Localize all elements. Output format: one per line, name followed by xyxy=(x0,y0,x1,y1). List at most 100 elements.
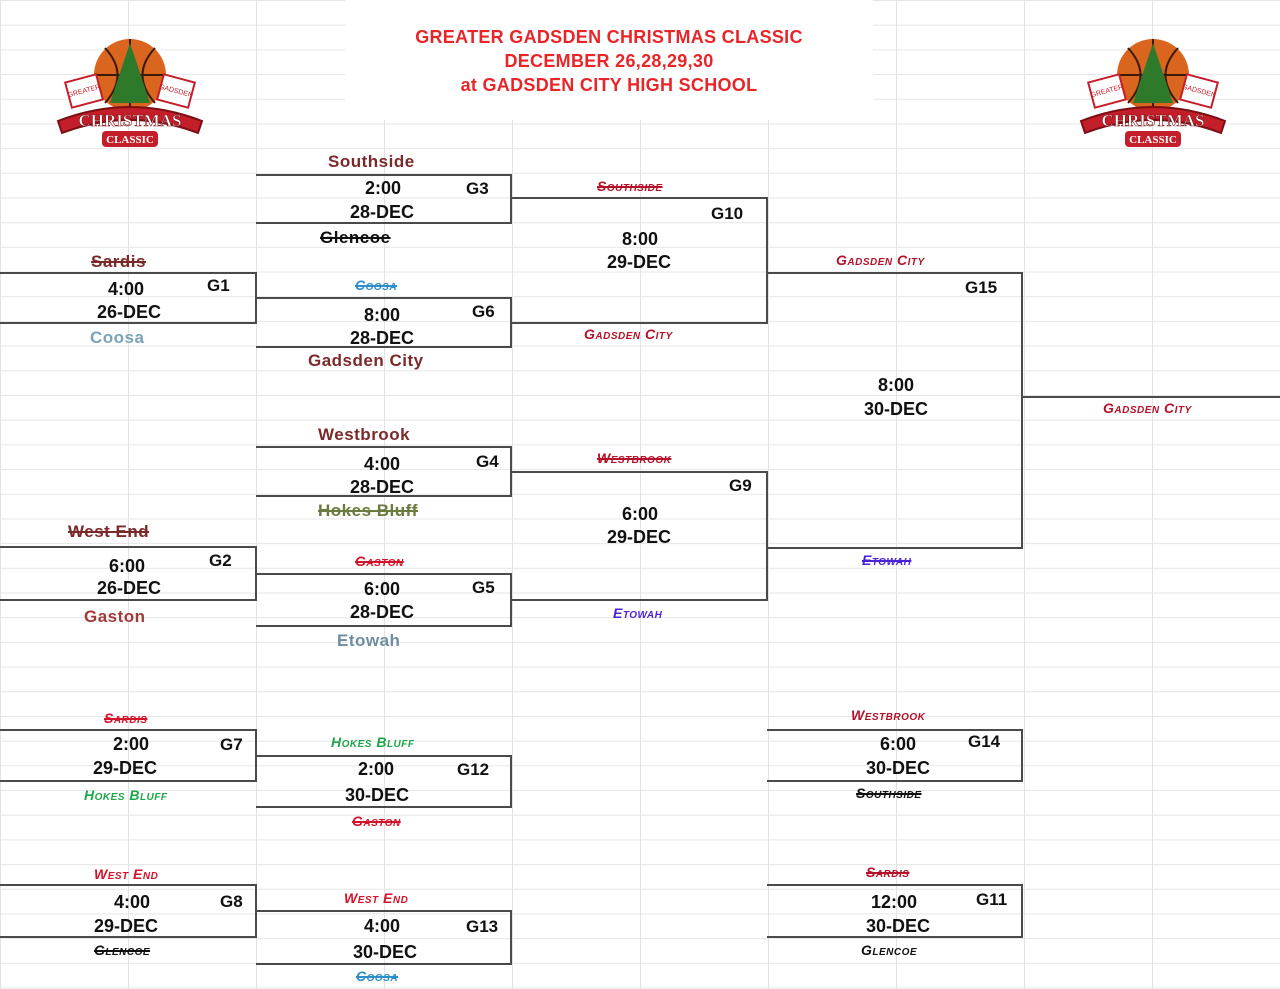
game-date: 29-DEC xyxy=(94,916,159,936)
game-number: G6 xyxy=(472,302,495,321)
bracket-line xyxy=(1022,396,1280,398)
team-name: Sardis xyxy=(104,710,148,726)
team-name: West End xyxy=(68,522,150,541)
game-date: 30-DEC xyxy=(353,942,418,962)
bracket-line xyxy=(256,573,512,575)
bracket-line xyxy=(510,755,512,808)
game-time: 2:00 xyxy=(113,734,150,754)
game-time: 2:00 xyxy=(365,178,402,198)
team-name: Sardis xyxy=(866,864,910,880)
bracket-line xyxy=(511,471,768,473)
champion-name: Gadsden City xyxy=(1103,400,1192,416)
game-number: G11 xyxy=(976,890,1008,909)
bracket-line xyxy=(767,884,1023,886)
bracket-line xyxy=(256,174,512,176)
game-date: 29-DEC xyxy=(93,758,158,778)
svg-text:CLASSIC: CLASSIC xyxy=(106,134,154,146)
game-number: G1 xyxy=(207,276,230,295)
title-area xyxy=(345,0,873,120)
game-time: 8:00 xyxy=(364,305,401,325)
team-name: Hokes Bluff xyxy=(331,734,415,750)
game-time: 4:00 xyxy=(364,454,401,474)
team-name: Gaston xyxy=(355,553,404,569)
game-number: G3 xyxy=(466,179,489,198)
bracket-line xyxy=(766,197,768,324)
team-name: Glencoe xyxy=(320,228,391,247)
game-time: 8:00 xyxy=(878,375,915,395)
team-name: West End xyxy=(344,890,409,906)
game-number: G7 xyxy=(220,735,243,754)
svg-text:CLASSIC: CLASSIC xyxy=(1129,134,1177,146)
game-time: 6:00 xyxy=(880,734,917,754)
svg-text:CHRISTMAS: CHRISTMAS xyxy=(79,111,182,130)
team-name: Glencoe xyxy=(94,942,151,958)
bracket-line xyxy=(0,599,257,601)
game-date: 28-DEC xyxy=(350,202,415,222)
team-name: Sardis xyxy=(91,252,146,271)
game-time: 4:00 xyxy=(364,916,401,936)
game-number: G15 xyxy=(965,278,998,297)
bracket-line xyxy=(0,884,257,886)
game-time: 6:00 xyxy=(109,556,146,576)
game-date: 30-DEC xyxy=(345,785,410,805)
tournament-venue: at GADSDEN CITY HIGH SCHOOL xyxy=(460,75,758,95)
bracket-line xyxy=(767,272,1023,274)
team-name: Southside xyxy=(328,152,415,171)
bracket-line xyxy=(510,910,512,965)
team-name: Hokes Bluff xyxy=(84,787,168,803)
game-number: G8 xyxy=(220,892,243,911)
tournament-dates: DECEMBER 26,28,29,30 xyxy=(504,51,714,71)
bracket-line xyxy=(511,322,768,324)
game-date: 26-DEC xyxy=(97,578,162,598)
christmas-classic-logo-left: GREATER GADSDEN CHRISTMAS CLASSIC xyxy=(56,39,204,147)
team-name: Coosa xyxy=(355,277,398,293)
game-date: 30-DEC xyxy=(864,399,929,419)
game-date: 29-DEC xyxy=(607,252,672,272)
game-number: G13 xyxy=(466,917,499,936)
game-time: 4:00 xyxy=(114,892,151,912)
team-name: Coosa xyxy=(90,328,145,347)
game-time: 6:00 xyxy=(364,579,401,599)
bracket-line xyxy=(767,780,1023,782)
bracket-line xyxy=(1021,884,1023,938)
game-date: 26-DEC xyxy=(97,302,162,322)
team-name: Westbrook xyxy=(851,707,926,723)
game-date: 28-DEC xyxy=(350,328,415,348)
bracket-line xyxy=(256,625,512,627)
bracket-line xyxy=(0,322,257,324)
bracket-line xyxy=(256,222,512,224)
christmas-classic-logo-right: GREATER GADSDEN CHRISTMAS CLASSIC xyxy=(1079,39,1227,147)
bracket-line xyxy=(256,495,512,497)
game-number: G4 xyxy=(476,452,499,471)
bracket-line xyxy=(256,755,512,757)
bracket-line xyxy=(256,963,512,965)
bracket-line xyxy=(767,729,1023,731)
team-name: West End xyxy=(94,866,159,882)
game-time: 6:00 xyxy=(622,504,659,524)
team-name: Gadsden City xyxy=(308,351,424,370)
bracket-line xyxy=(510,174,512,224)
team-name: Southside xyxy=(856,785,922,801)
game-time: 12:00 xyxy=(871,892,918,912)
game-time: 4:00 xyxy=(108,279,145,299)
bracket-line xyxy=(0,546,257,548)
game-number: G2 xyxy=(209,551,232,570)
bracket-line xyxy=(511,197,768,199)
bracket-line xyxy=(0,272,257,274)
team-name: Etowah xyxy=(862,552,912,568)
bracket-line xyxy=(256,910,512,912)
team-name: Coosa xyxy=(356,968,399,984)
team-name: Glencoe xyxy=(861,942,918,958)
team-name: Gaston xyxy=(352,813,401,829)
bracket-line xyxy=(511,599,768,601)
game-number: G9 xyxy=(729,476,752,495)
bracket-line xyxy=(0,729,257,731)
bracket-line xyxy=(767,547,1023,549)
game-number: G10 xyxy=(711,204,744,223)
bracket-line xyxy=(1021,272,1023,549)
bracket-line xyxy=(256,446,512,448)
bracket-line xyxy=(0,936,257,938)
bracket-line xyxy=(256,297,512,299)
bracket-line xyxy=(1021,729,1023,782)
